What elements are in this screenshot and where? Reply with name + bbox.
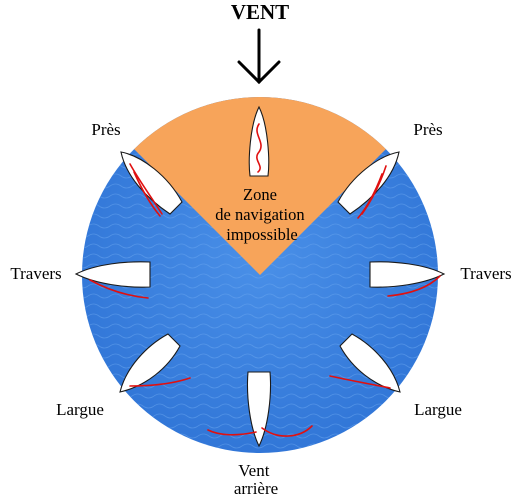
boat-head-to-wind	[248, 105, 270, 177]
boat-largue-right	[329, 333, 401, 393]
wind-label: VENT	[231, 0, 289, 24]
zone-label-line-3: impossible	[226, 225, 298, 244]
label-vent-arriere-line-2: arrière	[234, 479, 278, 498]
label-largue-right: Largue	[414, 400, 462, 419]
label-vent-arriere-line-1: Vent	[238, 461, 269, 480]
boat-travers-left	[74, 261, 151, 299]
boat-pres-right	[337, 151, 400, 219]
label-pres-right: Près	[413, 120, 442, 139]
no-go-zone-label: Zone de navigation impossible	[215, 185, 308, 244]
no-go-zone-wedge	[134, 97, 386, 275]
label-travers-left: Travers	[10, 264, 61, 283]
boat-travers-right	[369, 261, 446, 297]
boat-vent-arriere	[207, 371, 313, 448]
label-largue-left: Largue	[56, 400, 104, 419]
label-vent-arriere: Vent arrière	[234, 461, 278, 498]
boat-largue-left	[119, 333, 191, 393]
zone-label-line-2: de navigation	[215, 205, 304, 224]
wind-arrow	[237, 28, 281, 85]
zone-label-line-1: Zone	[243, 185, 277, 204]
boat-pres-left	[120, 151, 183, 217]
label-travers-right: Travers	[460, 264, 511, 283]
label-pres-left: Près	[91, 120, 120, 139]
